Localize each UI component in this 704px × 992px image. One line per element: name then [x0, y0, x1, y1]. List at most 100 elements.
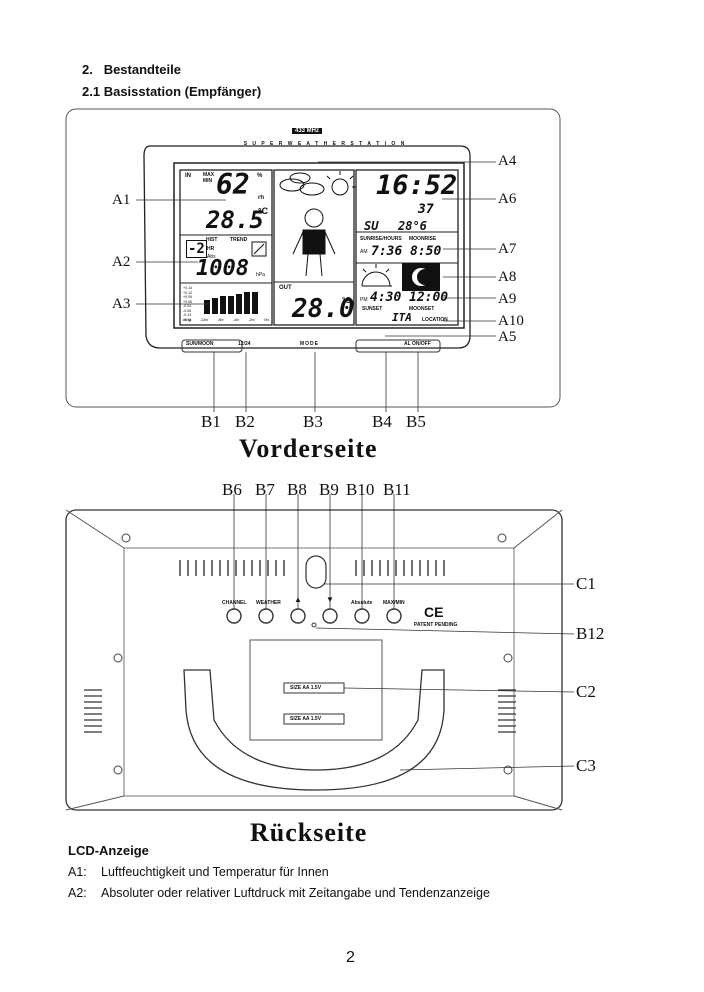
am-label: AM [360, 249, 368, 255]
callout-b11: B11 [383, 480, 411, 499]
moonset-label: MOONSET [409, 306, 435, 312]
hr-label: HR [207, 246, 215, 252]
ce-mark: CE [424, 604, 444, 620]
hist-axis-2: -8hr [217, 318, 224, 322]
hist-scale-7: -0.14 [183, 317, 192, 322]
brand-label: S U P E R W E A T H E R S T A T I O N [243, 141, 407, 147]
callout-b9: B9 [319, 480, 339, 499]
hist-label: HIST [206, 237, 218, 243]
lcd-heading: LCD-Anzeige [68, 843, 149, 858]
section-title: Bestandteile [103, 62, 181, 77]
callout-b12: B12 [576, 624, 605, 643]
hist-axis-0: hrHg [183, 318, 191, 322]
sunrise-time: 7:36 [371, 244, 403, 259]
frequency-badge: 433 MHz [292, 128, 323, 134]
callout-b2: B2 [235, 412, 255, 431]
clock-time: 16:52 [376, 170, 458, 201]
hist-scale-0: +0.14 [183, 286, 193, 290]
section-heading: 2. Bestandteile [82, 62, 181, 77]
battery-label-bottom: SIZE AA 1.5V [290, 716, 322, 722]
sunset-time: 4:30 [370, 290, 402, 305]
key-sun-moon: SUN/MOON [186, 341, 214, 347]
hist-hours: -2 [186, 240, 207, 258]
callout-c1: C1 [576, 574, 596, 593]
rear-buttons [226, 608, 402, 624]
label-weather: WEATHER [256, 600, 281, 606]
weather-forecast-icon [279, 171, 356, 196]
callout-b8: B8 [287, 480, 307, 499]
hist-axis-1: -12hr [199, 318, 209, 322]
outdoor-temp-unit: °C [342, 296, 351, 305]
lcd-item-a1-text: Luftfeuchtigkeit und Temperatur für Inne… [101, 865, 329, 879]
subsection-heading: 2.1 Basisstation (Empfänger) [82, 84, 261, 99]
label-channel: CHANNEL [222, 600, 247, 606]
hist-axis-5: 0hr [263, 318, 269, 322]
callout-b5: B5 [406, 412, 426, 431]
hist-axis-4: -2hr [248, 318, 255, 322]
moonrise-time: 8:50 [410, 244, 442, 259]
pressure-unit: hPa [256, 272, 265, 278]
hist-scale-1: +0.12 [183, 290, 193, 295]
callout-a5: A5 [498, 329, 517, 345]
battery-label-top: SIZE AA 1.5V [290, 685, 322, 691]
min-label: MIN [203, 178, 213, 184]
callout-a7: A7 [498, 241, 517, 257]
subsection-title: Basisstation (Empfänger) [103, 84, 262, 99]
callout-a8: A8 [498, 269, 517, 285]
callout-b1: B1 [201, 412, 221, 431]
key-mode: MODE [300, 341, 319, 347]
hist-scale-6: -0.12 [183, 313, 192, 317]
sunrise-label: SUNRISE/HOURS [360, 236, 402, 242]
pressure-value: 1008 [196, 256, 249, 281]
hist-scale: +0.14 +0.12 +0.09 +0.06 -0.04 -0.06 -0.1… [183, 286, 205, 322]
callout-b4: B4 [372, 412, 392, 431]
lcd-item-a2-text: Absoluter oder relativer Luftdruck mit Z… [101, 886, 490, 900]
back-device-outline [65, 494, 575, 811]
indoor-temperature: 28.5 [206, 206, 264, 234]
indoor-temp-unit: °C [258, 206, 269, 216]
front-figure: 433 MHz S U P E R W E A T H E R S T A T … [0, 0, 704, 470]
callout-b6: B6 [222, 480, 242, 499]
front-device-outline [65, 108, 561, 412]
callout-b10: B10 [346, 480, 375, 499]
vent-slots [179, 560, 445, 576]
callout-c2: C2 [576, 682, 596, 701]
abs-label: Abs [207, 254, 216, 260]
key-12-24: 12/24 [238, 341, 251, 347]
back-figure: B6 B7 B8 B9 B10 B11 CHANNEL WEATHER ▲ ▼ … [0, 470, 704, 850]
callout-a10: A10 [498, 313, 524, 329]
callout-a6: A6 [498, 191, 517, 207]
subsection-number: 2.1 [82, 84, 101, 99]
callout-a1: A1 [112, 192, 131, 208]
label-down: ▼ [326, 595, 334, 604]
pressure-histogram [204, 292, 258, 314]
hist-scale-4: -0.04 [183, 304, 192, 308]
hist-scale-2: +0.09 [183, 295, 193, 299]
indoor-humidity: 62 [216, 168, 250, 201]
outdoor-label: OUT [279, 285, 292, 291]
key-alarm: AL ON/OFF [404, 341, 431, 347]
patent-pending: PATENT PENDING [414, 622, 458, 628]
hist-axis-3: -4hr [232, 318, 240, 322]
weekday: SU [364, 219, 379, 233]
lcd-item-a2-key: A2: [68, 886, 87, 900]
sun-icon [361, 264, 392, 287]
callout-a2: A2 [112, 254, 131, 270]
person-figure [292, 208, 336, 277]
label-up: ▲ [294, 595, 302, 604]
sunset-label: SUNSET [362, 306, 383, 312]
hist-scale-3: +0.06 [183, 299, 193, 304]
callout-a4: A4 [498, 153, 517, 169]
label-absolute: Absolute [351, 600, 373, 606]
callout-a9: A9 [498, 291, 517, 307]
moonrise-label: MOONRISE [409, 236, 437, 242]
location-label: LOCATION [422, 317, 448, 323]
hist-axis: hrHg -12hr -8hr -4hr -2hr 0hr [183, 318, 269, 322]
callout-c3: C3 [576, 756, 596, 775]
humidity-unit: % [257, 173, 263, 179]
hist-scale-5: -0.06 [183, 308, 192, 313]
back-caption: Rückseite [250, 818, 368, 847]
calendar-date: 28°6 [398, 219, 427, 233]
outdoor-temperature: 28.0 [292, 294, 355, 324]
location-code: ITA [392, 311, 412, 324]
